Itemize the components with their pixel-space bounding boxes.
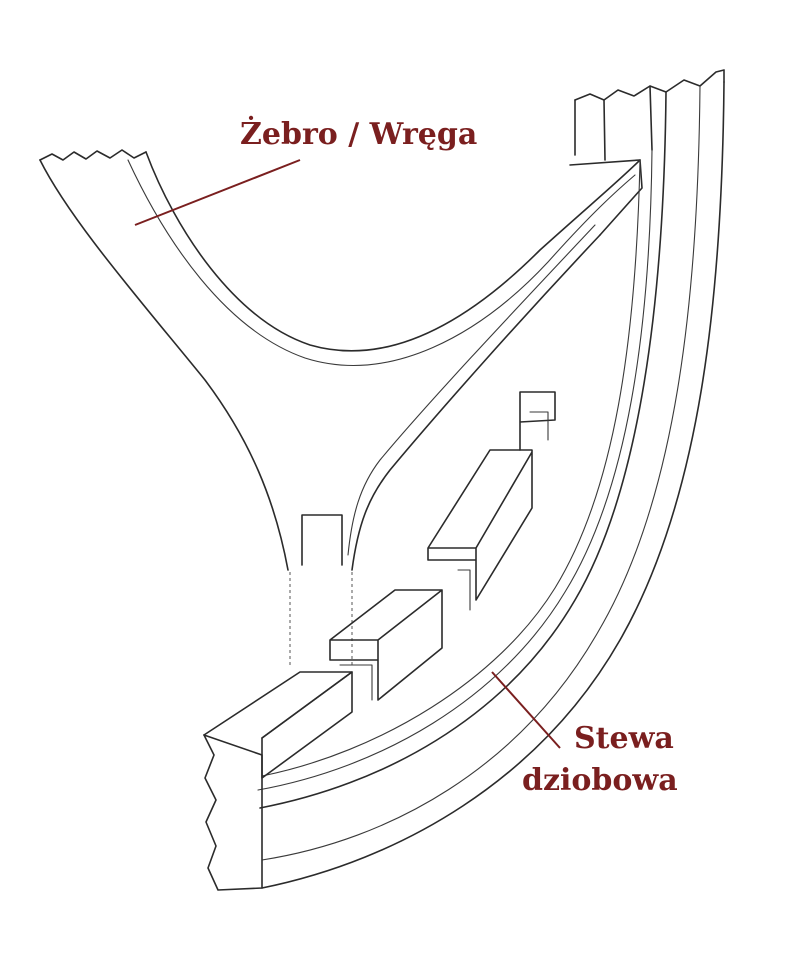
stem-leader-line (491, 671, 561, 749)
stem-top-ragged-end (574, 69, 725, 101)
rib-right-arm-inner (347, 224, 596, 556)
block-1 (261, 671, 353, 779)
rib-label: Żebro / Wręga (240, 117, 478, 152)
slot-1 (339, 411, 549, 701)
stem-outer-curve (261, 81, 725, 889)
stem-inner-face-3 (261, 159, 641, 777)
stem-blocks (261, 391, 556, 779)
stem-label-line-2: dziobowa (522, 763, 678, 798)
rib-leader-line (134, 159, 301, 226)
frame-rib (39, 149, 643, 668)
rib-left-arm-top-edge (39, 149, 147, 161)
rib-inner-curve-top (145, 151, 641, 352)
rib-outer-edge (39, 159, 289, 571)
stem-bottom-cut-end (203, 734, 263, 891)
stem-inner-face-2 (257, 149, 653, 791)
rib-right-arm-lower (351, 234, 601, 571)
block-4 (519, 391, 556, 451)
stem-rebate-outer (261, 85, 701, 861)
rib-inner-curve-bottom (127, 159, 636, 366)
stem-inner-face (259, 91, 667, 809)
block-3 (427, 449, 533, 601)
stem-post (203, 69, 725, 891)
rib-right-arm-top (569, 159, 643, 236)
rib-notch (301, 514, 343, 566)
block-2 (329, 589, 443, 701)
stem-top-inner (574, 85, 653, 161)
stem-label-line-1: Stewa (574, 721, 674, 756)
